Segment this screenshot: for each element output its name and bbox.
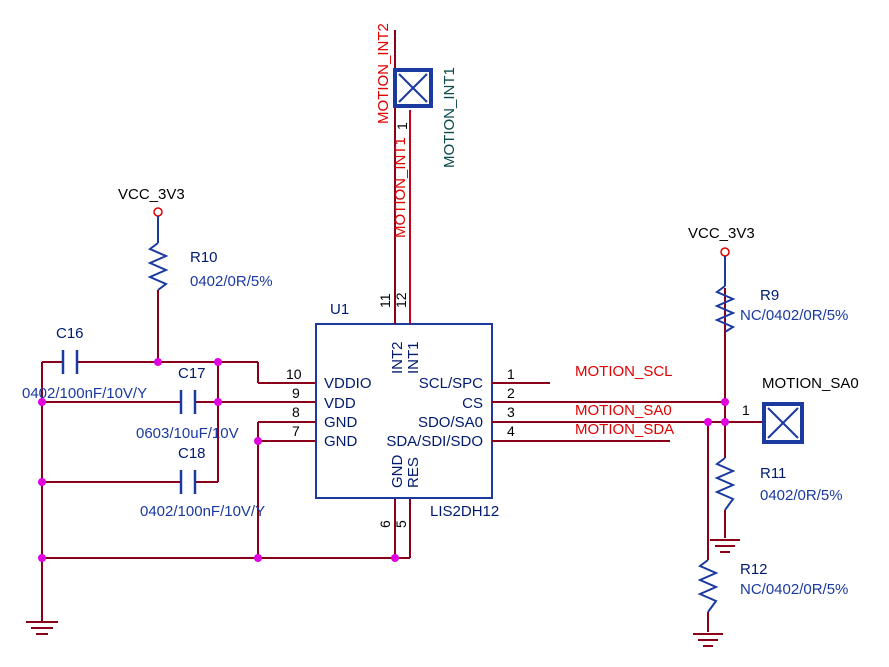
r11-value: 0402/0R/5%: [760, 487, 843, 504]
c17-value: 0603/10uF/10V: [136, 425, 239, 442]
pin-11-num: 11: [377, 293, 393, 308]
junction-dot: [38, 554, 46, 562]
junction-dot: [154, 358, 162, 366]
testpoint-int1-pin: 1: [394, 122, 410, 130]
junction-dot: [254, 437, 262, 445]
r10-ref: R10: [190, 249, 218, 266]
pin-sdo-name: SDO/SA0: [418, 414, 483, 431]
pin-res-name: RES: [405, 457, 422, 488]
pin-2-num: 2: [507, 385, 515, 401]
testpoint-sa0-pin: 1: [742, 402, 750, 418]
r9-resistor: R9 NC/0402/0R/5%: [714, 285, 848, 333]
pin-scl-name: SCL/SPC: [419, 375, 483, 392]
r11-ref: R11: [760, 465, 786, 482]
junction-dot: [254, 554, 262, 562]
junction-dot: [214, 358, 222, 366]
net-motion-sda: MOTION_SDA: [575, 421, 674, 438]
u1-part: LIS2DH12: [430, 503, 499, 520]
pin-6-num: 6: [377, 520, 393, 528]
pin-9-num: 9: [292, 385, 300, 401]
pin-vdd-name: VDD: [324, 395, 356, 412]
pin-4-num: 4: [507, 423, 515, 439]
r9-value: NC/0402/0R/5%: [740, 307, 848, 324]
net-motion-int1: MOTION_INT1: [392, 137, 409, 238]
junction-dot: [721, 398, 729, 406]
pin-7-num: 7: [292, 423, 300, 439]
cap-network-wires: [41, 361, 411, 622]
ground-r12-symbol: [693, 633, 723, 647]
pin-3-num: 3: [507, 404, 515, 420]
r12-resistor: R12 NC/0402/0R/5%: [697, 559, 848, 613]
testpoint-sa0-label: MOTION_SA0: [762, 375, 859, 392]
junction-dot: [38, 398, 46, 406]
pin-int2-name: INT2: [389, 341, 406, 374]
r12-value: NC/0402/0R/5%: [740, 581, 848, 598]
vcc-right-group: VCC_3V3: [688, 225, 755, 286]
net-motion-int2: MOTION_INT2: [375, 23, 392, 124]
c16-ref: C16: [56, 325, 84, 342]
right-side-wires: MOTION_SCL MOTION_SA0 MOTION_SDA: [492, 288, 762, 632]
pin-1-num: 1: [507, 366, 515, 382]
vcc-right-terminal: [720, 247, 730, 257]
r10-value: 0402/0R/5%: [190, 273, 273, 290]
ground-r11-symbol: [710, 539, 740, 553]
ground-left-symbol: [26, 621, 58, 635]
r9-ref: R9: [760, 287, 779, 304]
vcc-left-terminal: [153, 207, 163, 217]
junction-dot: [214, 398, 222, 406]
net-motion-scl: MOTION_SCL: [575, 363, 673, 380]
pin-cs-name: CS: [462, 395, 483, 412]
testpoint-sa0: MOTION_SA0 1: [742, 375, 859, 444]
c17-capacitor: C17 0603/10uF/10V: [136, 365, 239, 442]
u1-body: [315, 323, 493, 499]
junction-dot: [704, 418, 712, 426]
pin-gnd7-name: GND: [324, 433, 358, 450]
pin-gnd8-name: GND: [324, 414, 358, 431]
pin-8-num: 8: [292, 404, 300, 420]
r11-resistor: R11 0402/0R/5%: [714, 457, 843, 511]
pin-5-num: 5: [393, 520, 409, 528]
pin-10-num: 10: [286, 366, 302, 382]
r10-resistor: R10 0402/0R/5%: [147, 242, 273, 362]
c18-value: 0402/100nF/10V/Y: [140, 503, 265, 520]
junction-dot: [721, 418, 729, 426]
pin-vddio-name: VDDIO: [324, 375, 372, 392]
pin-sda-name: SDA/SDI/SDO: [386, 433, 483, 450]
c18-ref: C18: [178, 445, 206, 462]
net-motion-sa0: MOTION_SA0: [575, 402, 672, 419]
vcc-left-label: VCC_3V3: [118, 186, 185, 203]
pin-12-num: 12: [393, 292, 409, 308]
u1-ref: U1: [330, 301, 349, 318]
pin-int1-name: INT1: [405, 341, 422, 374]
junction-dots: [38, 358, 729, 562]
vcc-left-group: VCC_3V3: [118, 186, 185, 243]
c18-capacitor: C18 0402/100nF/10V/Y: [140, 445, 265, 520]
vcc-right-label: VCC_3V3: [688, 225, 755, 242]
junction-dot: [38, 478, 46, 486]
c17-ref: C17: [178, 365, 206, 382]
junction-dot: [391, 554, 399, 562]
c16-capacitor: C16 0402/100nF/10V/Y: [22, 325, 147, 402]
testpoint-int1: 1 MOTION_INT1: [393, 67, 458, 168]
pin-gnd6-name: GND: [389, 455, 406, 489]
u1-ic: U1 LIS2DH12 10 9 8 7 VDDIO VDD GND GND S…: [286, 292, 515, 528]
c16-value: 0402/100nF/10V/Y: [22, 385, 147, 402]
r12-ref: R12: [740, 561, 768, 578]
testpoint-int1-label: MOTION_INT1: [441, 67, 458, 168]
